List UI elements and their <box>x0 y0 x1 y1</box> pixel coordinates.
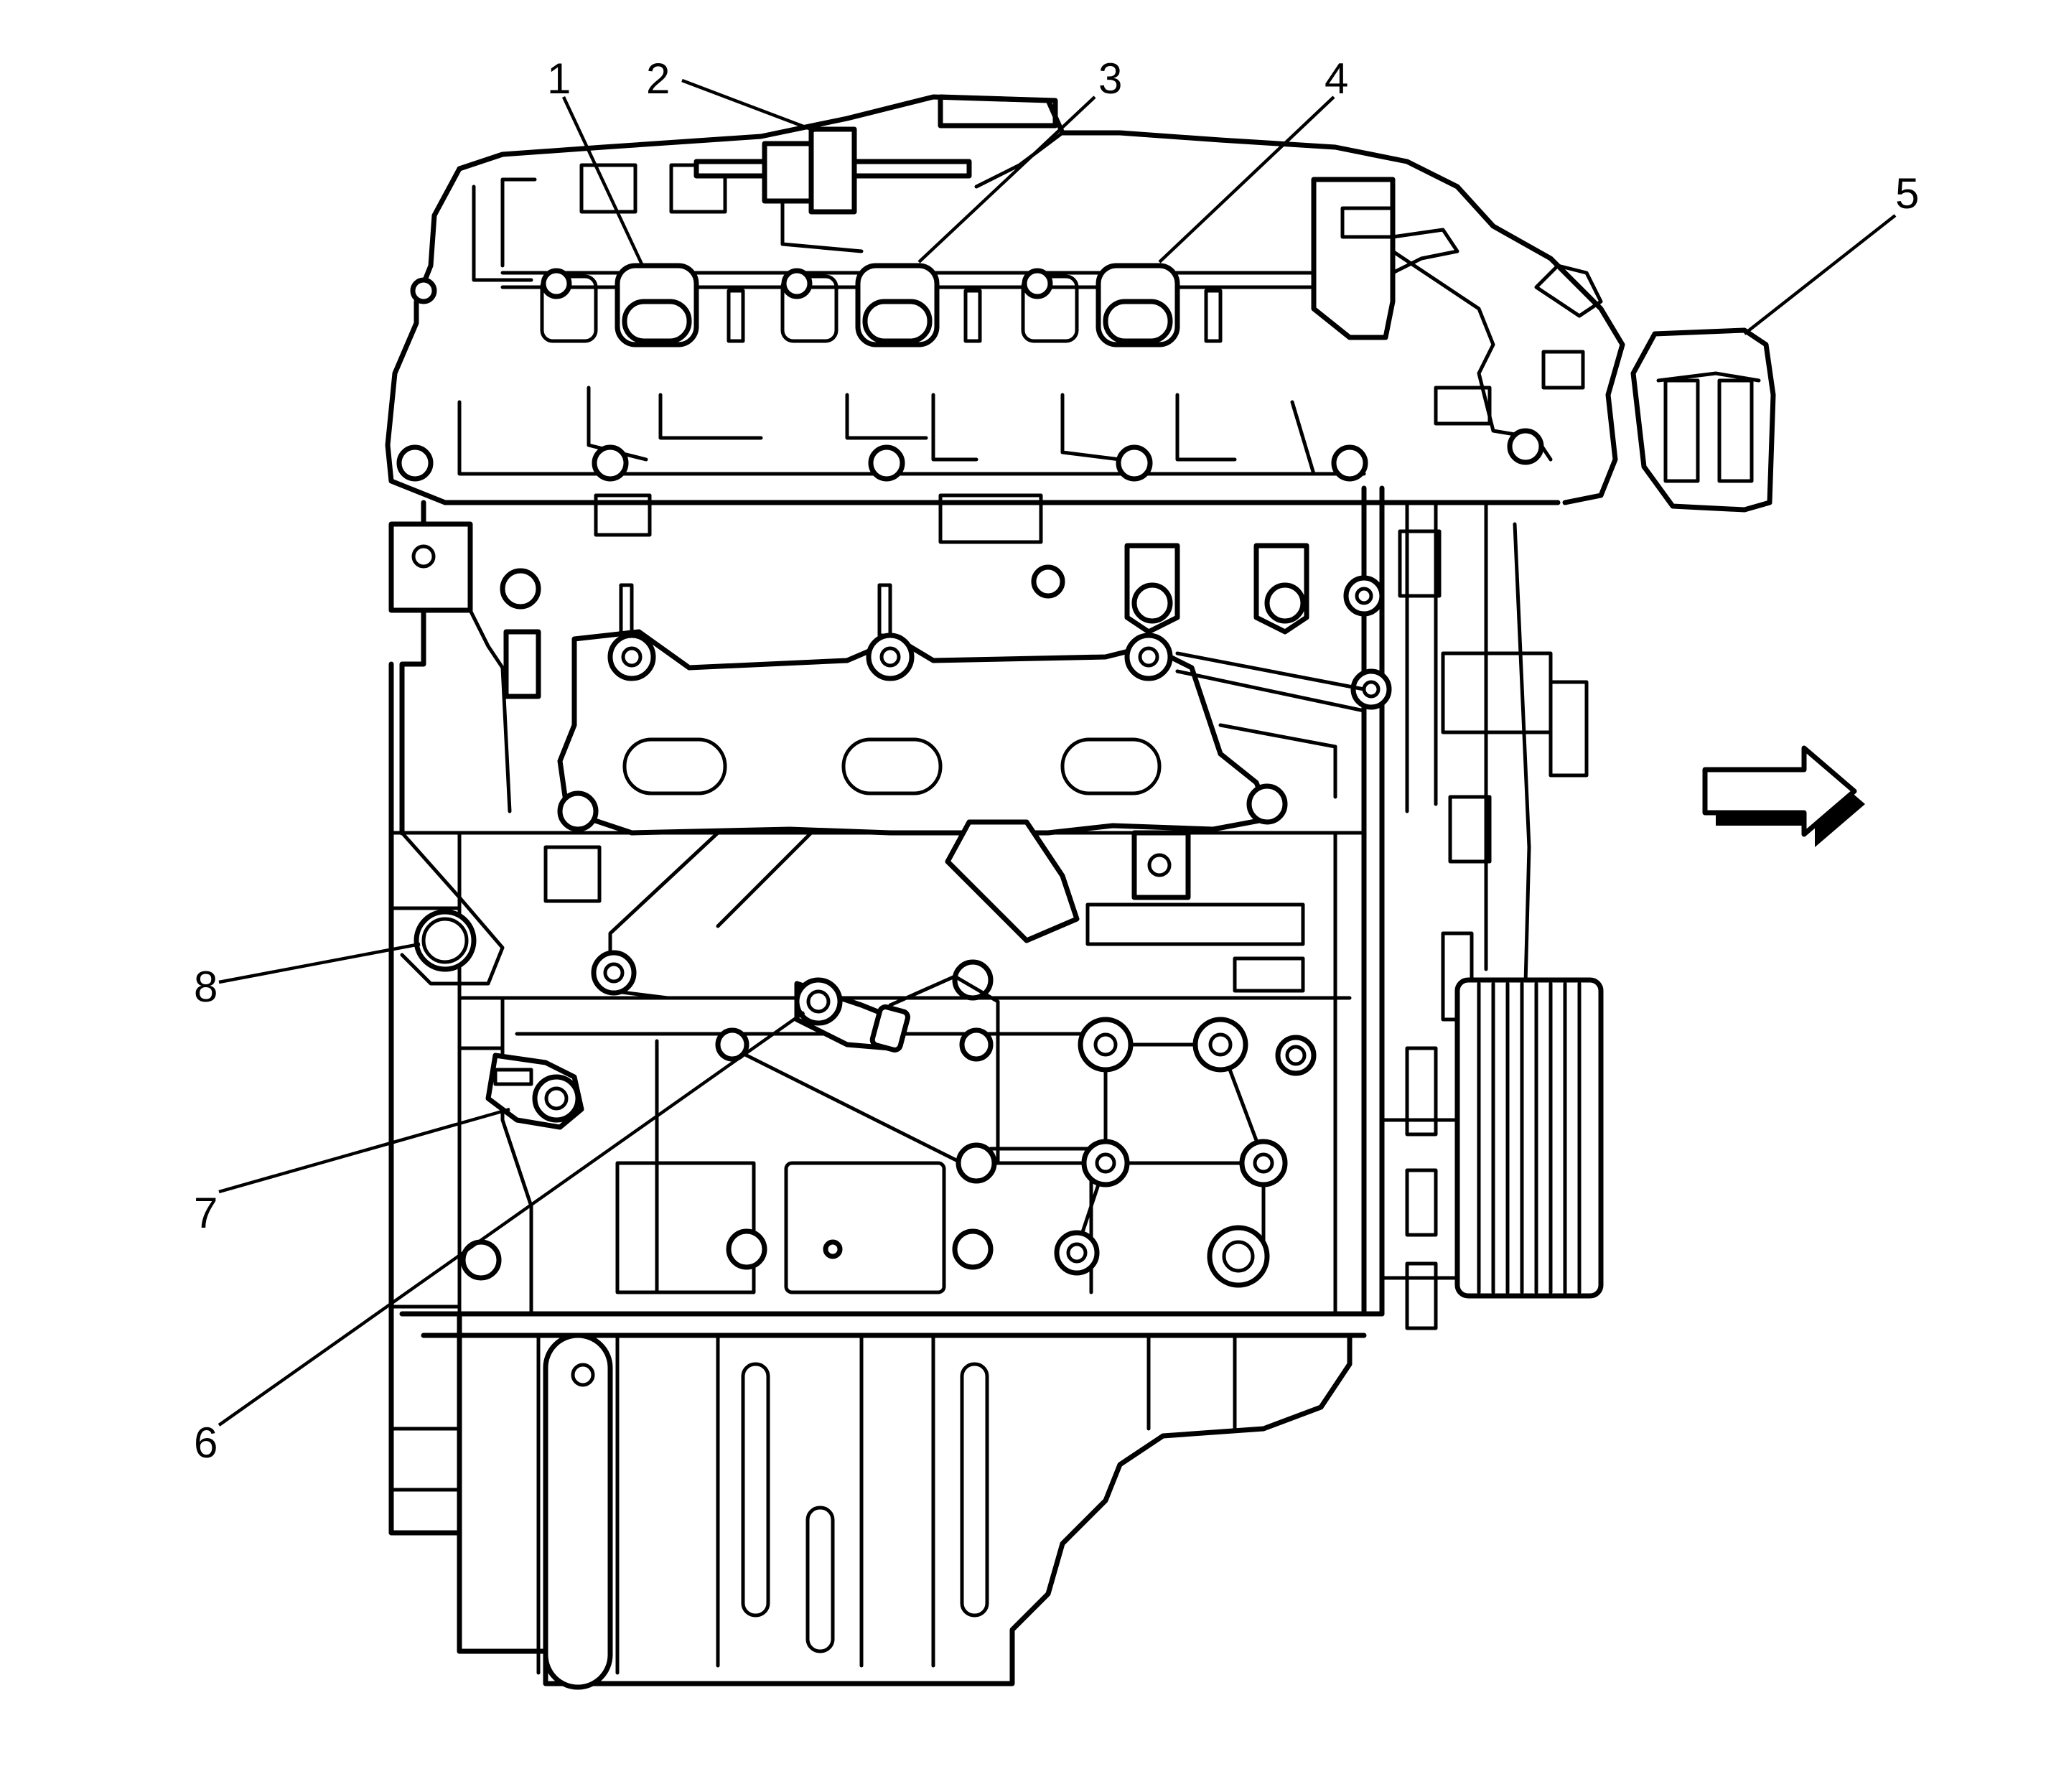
lower-block-details <box>460 950 1317 1288</box>
oil-pan <box>457 1333 1353 1690</box>
callout-8: 8 <box>194 963 218 1011</box>
intake-manifold <box>385 94 1625 544</box>
exhaust-manifold <box>388 521 1392 1000</box>
leader-lines <box>218 78 1897 1427</box>
component-6-sensor <box>794 977 911 1053</box>
callout-1: 1 <box>547 55 571 103</box>
callout-labels: 1 2 3 4 5 6 7 8 <box>194 55 1919 1467</box>
callout-6: 6 <box>194 1419 218 1467</box>
callout-3: 3 <box>1098 55 1122 103</box>
front-cover-pulley <box>1380 500 1604 1330</box>
callout-2: 2 <box>646 55 670 103</box>
callout-5: 5 <box>1895 169 1919 218</box>
component-7-sensor <box>485 1053 584 1130</box>
callout-4: 4 <box>1325 55 1348 103</box>
component-2-sensor <box>693 126 972 215</box>
component-5-housing <box>1630 327 1776 513</box>
ignition-coils <box>540 263 1223 347</box>
callout-7: 7 <box>194 1189 218 1237</box>
right-arrow-icon <box>1702 745 1865 847</box>
component-8-plug <box>400 831 602 986</box>
